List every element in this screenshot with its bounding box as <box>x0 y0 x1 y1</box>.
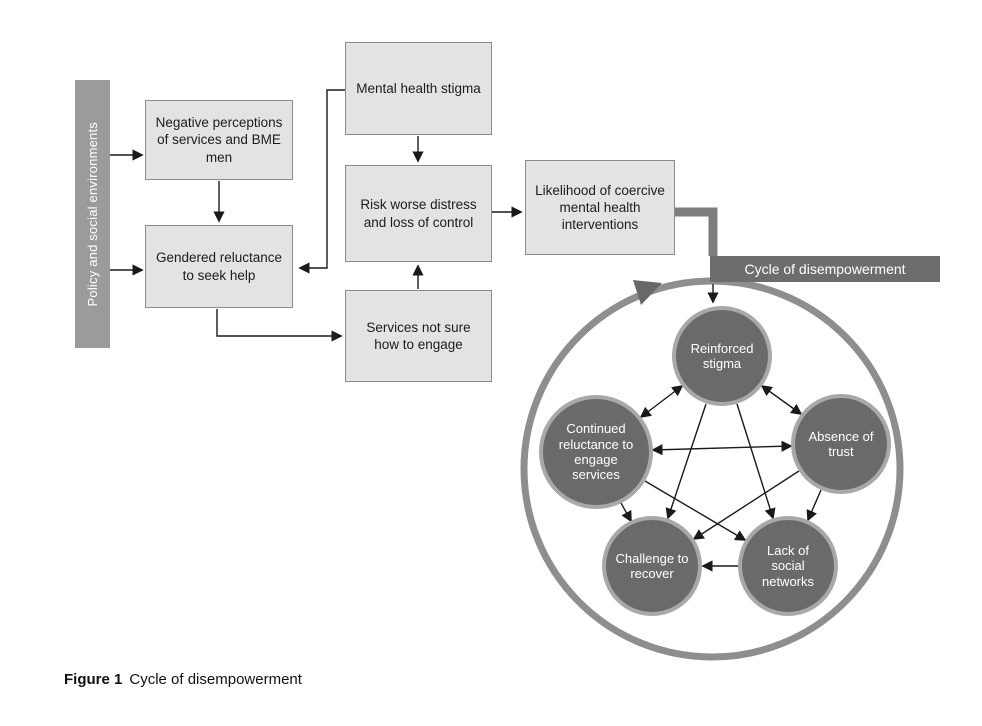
edge-trust-networks <box>806 489 822 522</box>
node-label: Reinforced stigma <box>690 340 754 371</box>
edge-reluctance-trust <box>651 440 793 456</box>
node-reinforced-stigma: Reinforced stigma <box>672 306 772 406</box>
box-services-not-sure: Services not sure how to engage <box>345 290 492 382</box>
cycle-ring-arrowhead <box>633 280 662 305</box>
node-continued-reluctance: Continued reluctance to engage services <box>539 395 653 509</box>
box-risk-worse-distress: Risk worse distress and loss of control <box>345 165 492 262</box>
connector-likelihood-to-cycle <box>675 207 718 256</box>
arrow-stigma-to-gendered <box>298 89 345 274</box>
edge-stigma-recover <box>665 403 707 520</box>
policy-bar-label: Policy and social environments <box>85 121 100 307</box>
node-label: Continued reluctance to engage services <box>558 421 634 483</box>
box-negative-perceptions: Negative perceptions of services and BME… <box>145 100 293 180</box>
node-label: Lack of social networks <box>761 543 815 589</box>
box-likelihood-coercive: Likelihood of coercive mental health int… <box>525 160 675 255</box>
cycle-banner-label: Cycle of disempowerment <box>744 261 906 277</box>
arrow-gendered-to-services <box>216 309 343 342</box>
box-label: Risk worse distress and loss of control <box>360 197 477 230</box>
figure-caption-label: Figure 1 <box>64 671 123 688</box>
node-lack-of-social-networks: Lack of social networks <box>738 516 838 616</box>
cycle-banner: Cycle of disempowerment <box>710 256 940 282</box>
edge-stigma-trust <box>760 385 803 415</box>
box-label: Negative perceptions of services and BME… <box>155 115 283 165</box>
box-label: Likelihood of coercive mental health int… <box>535 182 665 233</box>
box-label: Mental health stigma <box>356 80 481 96</box>
policy-bar: Policy and social environments <box>75 80 110 348</box>
box-mental-health-stigma: Mental health stigma <box>345 42 492 135</box>
edge-reluctance-recover <box>620 502 632 523</box>
node-absence-of-trust: Absence of trust <box>791 394 891 494</box>
box-label: Gendered reluctance to seek help <box>155 250 283 283</box>
node-label: Absence of trust <box>808 428 874 459</box>
box-label: Services not sure how to engage <box>366 319 471 352</box>
node-label: Challenge to recover <box>615 550 689 581</box>
node-challenge-to-recover: Challenge to recover <box>602 516 702 616</box>
edge-stigma-reluctance <box>639 384 684 419</box>
figure-caption: Figure 1 Cycle of disempowerment <box>64 671 302 688</box>
figure-caption-text: Cycle of disempowerment <box>129 671 302 688</box>
box-gendered-reluctance: Gendered reluctance to seek help <box>145 225 293 308</box>
edge-stigma-networks <box>736 403 776 520</box>
